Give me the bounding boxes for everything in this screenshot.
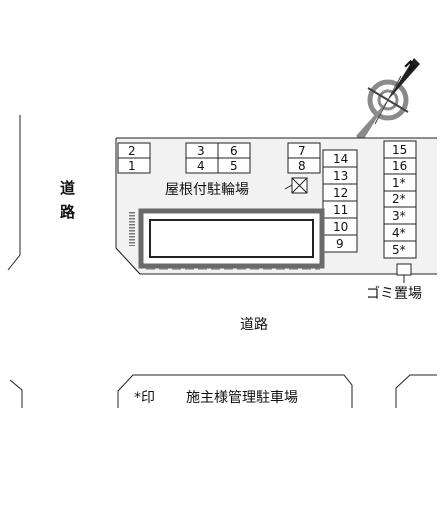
parking-slot: 8 [298, 159, 306, 173]
parking-slot: 3 [197, 144, 205, 158]
road-left-edge [7, 115, 21, 271]
legend-text: 施主様管理駐車場 [186, 389, 298, 406]
bike-parking-box [291, 177, 308, 194]
parking-slot: 5 [230, 159, 238, 173]
garbage-box [396, 263, 412, 276]
parking-slot: 1 [128, 159, 136, 173]
bike-parking-label: 屋根付駐輪場 [165, 181, 249, 198]
parking-slot: 15 [392, 143, 407, 157]
parking-slot: 5* [392, 243, 406, 257]
parking-slot: 14 [333, 152, 348, 166]
parking-slot: 16 [392, 159, 407, 173]
parking-group-top-mid: 3 4 6 5 [185, 142, 251, 174]
garbage-label: ゴミ置場 [366, 285, 422, 302]
parking-slot: 4 [197, 159, 205, 173]
parking-slot: 4* [392, 226, 406, 240]
road-bottom-label: 道路 [240, 317, 268, 333]
parking-slot: 3* [392, 209, 406, 223]
parking-group-top-right: 7 8 [287, 142, 321, 174]
parking-slot: 13 [333, 169, 348, 183]
parking-slot: 9 [336, 237, 344, 251]
compass-rose-icon: N [356, 58, 420, 142]
road-left-label-1: 道 [60, 179, 75, 197]
parking-slot: 12 [333, 186, 348, 200]
parking-slot: 2* [392, 192, 406, 206]
road-curb-right [395, 374, 437, 408]
parking-slot: 2 [128, 144, 136, 158]
building [129, 208, 325, 270]
parking-group-right-column: 15 16 1* 2* 3* 4* 5* [383, 140, 417, 259]
road-left-label-2: 路 [60, 203, 76, 221]
road-curb-left [9, 379, 23, 408]
parking-slot: 7 [298, 144, 306, 158]
legend-frame [117, 374, 353, 408]
parking-slot: 11 [333, 203, 348, 217]
parking-slot: 10 [333, 220, 348, 234]
parking-group-middle-column: 14 13 12 11 10 9 [322, 149, 358, 253]
legend-mark: *印 [134, 390, 155, 406]
parking-group-top-left: 2 1 [117, 142, 151, 174]
parking-slot: 1* [392, 176, 406, 190]
parking-slot: 6 [230, 144, 238, 158]
